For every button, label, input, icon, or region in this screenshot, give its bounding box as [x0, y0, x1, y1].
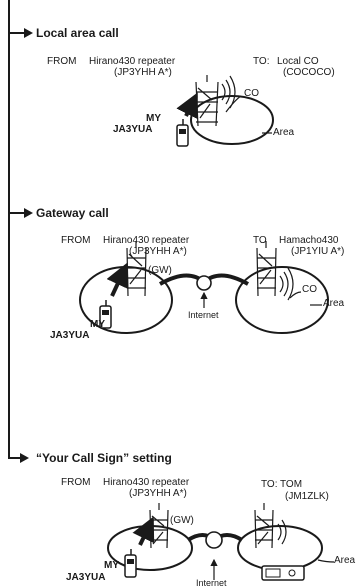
- radio-waves-icon: [277, 519, 287, 545]
- from-repeater: Hirano430 repeater: [103, 477, 190, 488]
- from-callsign: (JP3YHH A*): [114, 67, 172, 78]
- to-value: TOM: [280, 479, 303, 490]
- uplink-arrow: [106, 262, 129, 297]
- area-label: Area: [323, 298, 345, 309]
- internet-node: [196, 275, 212, 291]
- to-sub: (JP1YIU A*): [291, 246, 345, 257]
- internet-label: Internet: [196, 578, 227, 588]
- to-sub: (COCOCO): [283, 67, 335, 78]
- my-callsign: JA3YUA: [113, 124, 153, 135]
- internet-label: Internet: [188, 310, 219, 320]
- section-title-your-call-sign: “Your Call Sign” setting: [36, 451, 172, 465]
- my-callsign: JA3YUA: [66, 572, 106, 583]
- gateway-call-diagram: [79, 241, 329, 334]
- to-sub: (JM1ZLK): [285, 491, 329, 502]
- your-call-sign-diagram: [107, 503, 335, 581]
- handheld-radio-icon: [99, 300, 112, 329]
- area-ellipse: [190, 95, 274, 145]
- to-value: Local CO: [277, 56, 319, 67]
- flow-arrow-3: [20, 453, 29, 463]
- co-leader-line: [289, 291, 302, 299]
- from-callsign: (JP3YHH A*): [129, 488, 187, 499]
- flow-arrow-2: [24, 208, 33, 218]
- handheld-radio-icon: [124, 549, 137, 578]
- to-label: TO: [253, 235, 267, 246]
- area-ellipse-right: [237, 525, 323, 571]
- uplink-arrow: [132, 516, 155, 546]
- local-call-diagram: [176, 75, 274, 147]
- internet-node: [205, 531, 223, 549]
- my-callsign: JA3YUA: [50, 330, 90, 341]
- flow-arrow-1: [24, 28, 33, 38]
- area-label: Area: [334, 555, 356, 566]
- co-label: CO: [244, 88, 259, 99]
- to-label: TO:: [261, 479, 278, 490]
- section-title-local-call: Local area call: [36, 26, 119, 40]
- mobile-station-icon: [261, 565, 305, 581]
- my-label: MY: [90, 319, 105, 330]
- co-leader-line: [225, 95, 242, 113]
- uplink-arrow: [176, 92, 198, 120]
- co-label: CO: [302, 284, 317, 295]
- from-repeater: Hirano430 repeater: [89, 56, 176, 67]
- from-label: FROM: [61, 235, 91, 246]
- from-callsign: (JP3YHH A*): [129, 246, 187, 257]
- from-label: FROM: [61, 477, 91, 488]
- gw-label: (GW): [148, 265, 172, 276]
- from-repeater: Hirano430 repeater: [103, 235, 190, 246]
- handheld-radio-icon: [176, 119, 189, 147]
- my-label: MY: [146, 113, 161, 124]
- flow-line: [8, 0, 20, 459]
- section-title-gateway-call: Gateway call: [36, 206, 109, 220]
- repeater-tower-icon: [256, 241, 277, 297]
- to-label: TO:: [253, 56, 270, 67]
- area-leader-line: [317, 559, 335, 563]
- to-value: Hamacho430: [279, 235, 339, 246]
- gw-label: (GW): [170, 515, 194, 526]
- area-label: Area: [273, 127, 295, 138]
- from-label: FROM: [47, 56, 77, 67]
- repeater-tower-icon: [254, 503, 274, 549]
- my-label: MY: [104, 560, 119, 571]
- radio-waves-icon: [279, 267, 294, 301]
- area-ellipse-right: [235, 266, 329, 334]
